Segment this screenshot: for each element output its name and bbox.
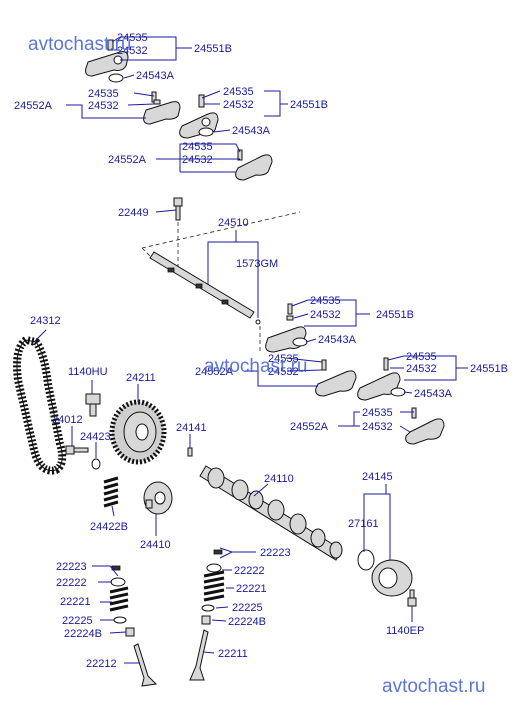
part-label-cover: 24145 <box>362 471 393 483</box>
part-label-retainer-lock: 22223 <box>260 547 291 559</box>
watermark-middle: avtochast.ru <box>204 356 308 377</box>
part-label-rocker-arm-assy: 24552A <box>108 154 147 166</box>
part-label-spring-seat: 22225 <box>62 615 93 627</box>
part-label-stem-seal: 22224B <box>228 616 266 628</box>
cover-part <box>371 559 413 597</box>
part-label-camshaft-sprocket: 24211 <box>126 372 156 384</box>
washer-part <box>91 458 101 470</box>
bolt-part <box>65 445 89 455</box>
part-label-adjusting-nut: 24532 <box>406 363 437 375</box>
part-label-exhaust-valve: 22212 <box>86 658 117 670</box>
part-label-rocker-arm-assy: 24551B <box>376 309 414 321</box>
part-label-intake-valve: 22211 <box>218 648 248 660</box>
leader-lines <box>33 36 468 664</box>
part-label-rocker-arm-assy: 24551B <box>290 99 328 111</box>
part-label-spring: 24543A <box>318 334 357 346</box>
part-label-plug: 1573GM <box>236 258 278 270</box>
part-label-camshaft: 24110 <box>264 473 294 485</box>
rocker-arm-part <box>405 407 445 445</box>
rocker-arm-part <box>143 91 181 125</box>
part-label-rocker-arm-assy: 24552A <box>290 421 329 433</box>
part-label-valve-spring: 22221 <box>236 583 267 595</box>
part-label-tensioner: 24410 <box>140 539 171 551</box>
part-label-retainer-lock: 22223 <box>56 561 87 573</box>
valve-assembly-part <box>109 565 158 687</box>
part-label-rocker-screw: 24535 <box>223 86 254 98</box>
rocker-arm-part <box>265 303 308 353</box>
spring-part <box>103 476 119 508</box>
part-label-adjusting-nut: 24532 <box>268 366 299 378</box>
part-label-washer: 24423 <box>80 431 111 443</box>
part-label-adjusting-nut: 24532 <box>310 309 341 321</box>
part-label-rocker-arm-assy: 24551B <box>470 363 508 375</box>
part-label-spring: 24422B <box>90 521 128 533</box>
watermark-top: avtochast.ru <box>28 34 132 55</box>
part-label-rocker-screw: 24535 <box>406 351 437 363</box>
bolt-part <box>173 197 183 221</box>
part-label-rocker-screw: 24535 <box>310 295 341 307</box>
gasket-part <box>357 549 375 571</box>
part-label-adjusting-nut: 24532 <box>362 421 393 433</box>
part-label-timing-belt: 24312 <box>30 315 61 327</box>
part-label-pin: 24141 <box>176 422 207 434</box>
part-label-stem-seal: 22224B <box>64 628 102 640</box>
rocker-arm-part <box>85 39 129 83</box>
part-label-bolt: 22449 <box>118 207 149 219</box>
part-label-spring-retainer: 22222 <box>56 577 87 589</box>
part-label-bolt: 24012 <box>52 414 83 426</box>
part-label-rocker-arm-assy: 24552A <box>195 366 234 378</box>
sprocket-part <box>109 399 167 465</box>
part-label-rocker-arm-assy: 24552A <box>14 100 53 112</box>
part-label-rocker-shaft: 24510 <box>218 217 249 229</box>
part-label-adjusting-nut: 24532 <box>182 154 213 166</box>
rocker-arm-part <box>357 357 406 401</box>
part-label-spring: 24543A <box>136 70 175 82</box>
part-label-rocker-arm-assy: 24551B <box>194 43 232 55</box>
part-label-rocker-screw: 24535 <box>88 88 119 100</box>
part-label-bolt: 1140EP <box>386 625 424 637</box>
part-label-spring: 24543A <box>414 388 453 400</box>
part-label-spring-seat: 22225 <box>232 602 263 614</box>
valve-assembly-part <box>189 549 225 681</box>
part-label-rocker-screw: 24535 <box>117 32 148 44</box>
timing-belt-part <box>13 335 67 475</box>
watermark-bottom: avtochast.ru <box>382 676 486 697</box>
part-label-adjusting-nut: 24532 <box>117 45 148 57</box>
part-label-rocker-screw: 24535 <box>362 407 393 419</box>
rocker-arm-part <box>179 94 219 139</box>
rocker-arm-part <box>315 359 357 397</box>
rocker-shaft-part <box>141 211 301 352</box>
camshaft-part <box>199 465 343 561</box>
part-label-adjusting-nut: 24532 <box>88 100 119 112</box>
part-label-bolt: 1140HU <box>68 366 108 378</box>
tensioner-part <box>143 481 173 515</box>
part-label-gasket: 27161 <box>348 518 379 530</box>
part-label-rocker-screw: 24535 <box>268 353 299 365</box>
part-label-rocker-screw: 24535 <box>182 141 213 153</box>
part-label-spring-retainer: 22222 <box>234 565 265 577</box>
part-label-adjusting-nut: 24532 <box>223 99 254 111</box>
part-label-valve-spring: 22221 <box>60 596 91 608</box>
bolt-part <box>85 393 101 417</box>
part-label-spring: 24543A <box>232 125 271 137</box>
bolt-part <box>407 589 417 607</box>
rocker-arm-part <box>235 149 273 181</box>
pin-part <box>187 447 193 457</box>
